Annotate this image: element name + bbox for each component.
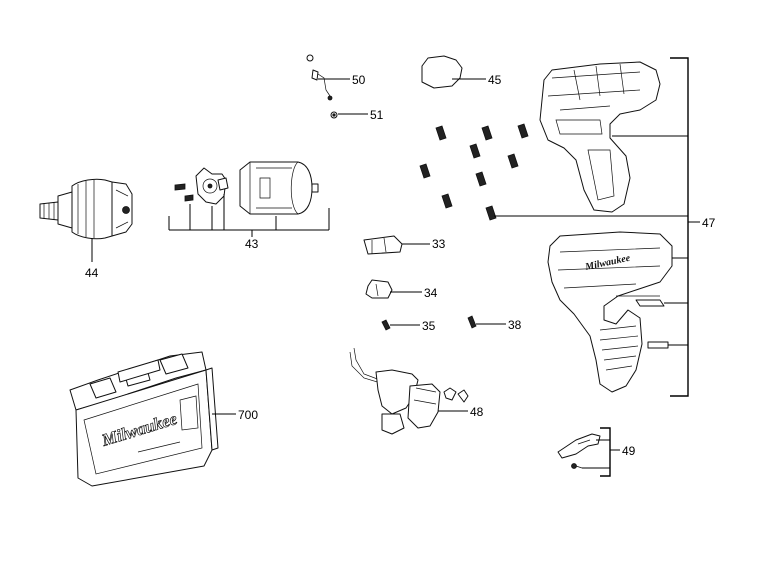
screw-50-group xyxy=(306,54,333,101)
housing-screws xyxy=(419,123,529,221)
switch-assembly-48 xyxy=(349,347,469,435)
label-38: 38 xyxy=(508,318,522,332)
label-45: 45 xyxy=(488,73,502,87)
housing-half-right xyxy=(547,231,673,393)
label-47: 47 xyxy=(702,216,716,230)
label-50: 50 xyxy=(352,73,366,87)
label-35: 35 xyxy=(422,319,436,333)
label-700: 700 xyxy=(238,408,258,422)
motor-assembly xyxy=(174,161,319,215)
label-33: 33 xyxy=(432,237,446,251)
part-38-pin xyxy=(467,315,477,329)
nameplate-45 xyxy=(421,55,463,89)
chuck-assembly xyxy=(39,178,133,240)
screw-51 xyxy=(330,111,338,119)
label-49: 49 xyxy=(622,444,636,458)
label-34: 34 xyxy=(424,286,438,300)
label-44: 44 xyxy=(85,266,99,280)
carry-case-700 xyxy=(69,351,219,487)
trigger-49 xyxy=(557,433,601,469)
part-33-bracket xyxy=(363,235,403,255)
part-34-clip xyxy=(365,279,393,299)
housing-half-left xyxy=(539,61,661,213)
label-51: 51 xyxy=(370,108,384,122)
label-48: 48 xyxy=(470,405,484,419)
part-35-pin xyxy=(381,319,391,331)
label-43: 43 xyxy=(245,237,259,251)
